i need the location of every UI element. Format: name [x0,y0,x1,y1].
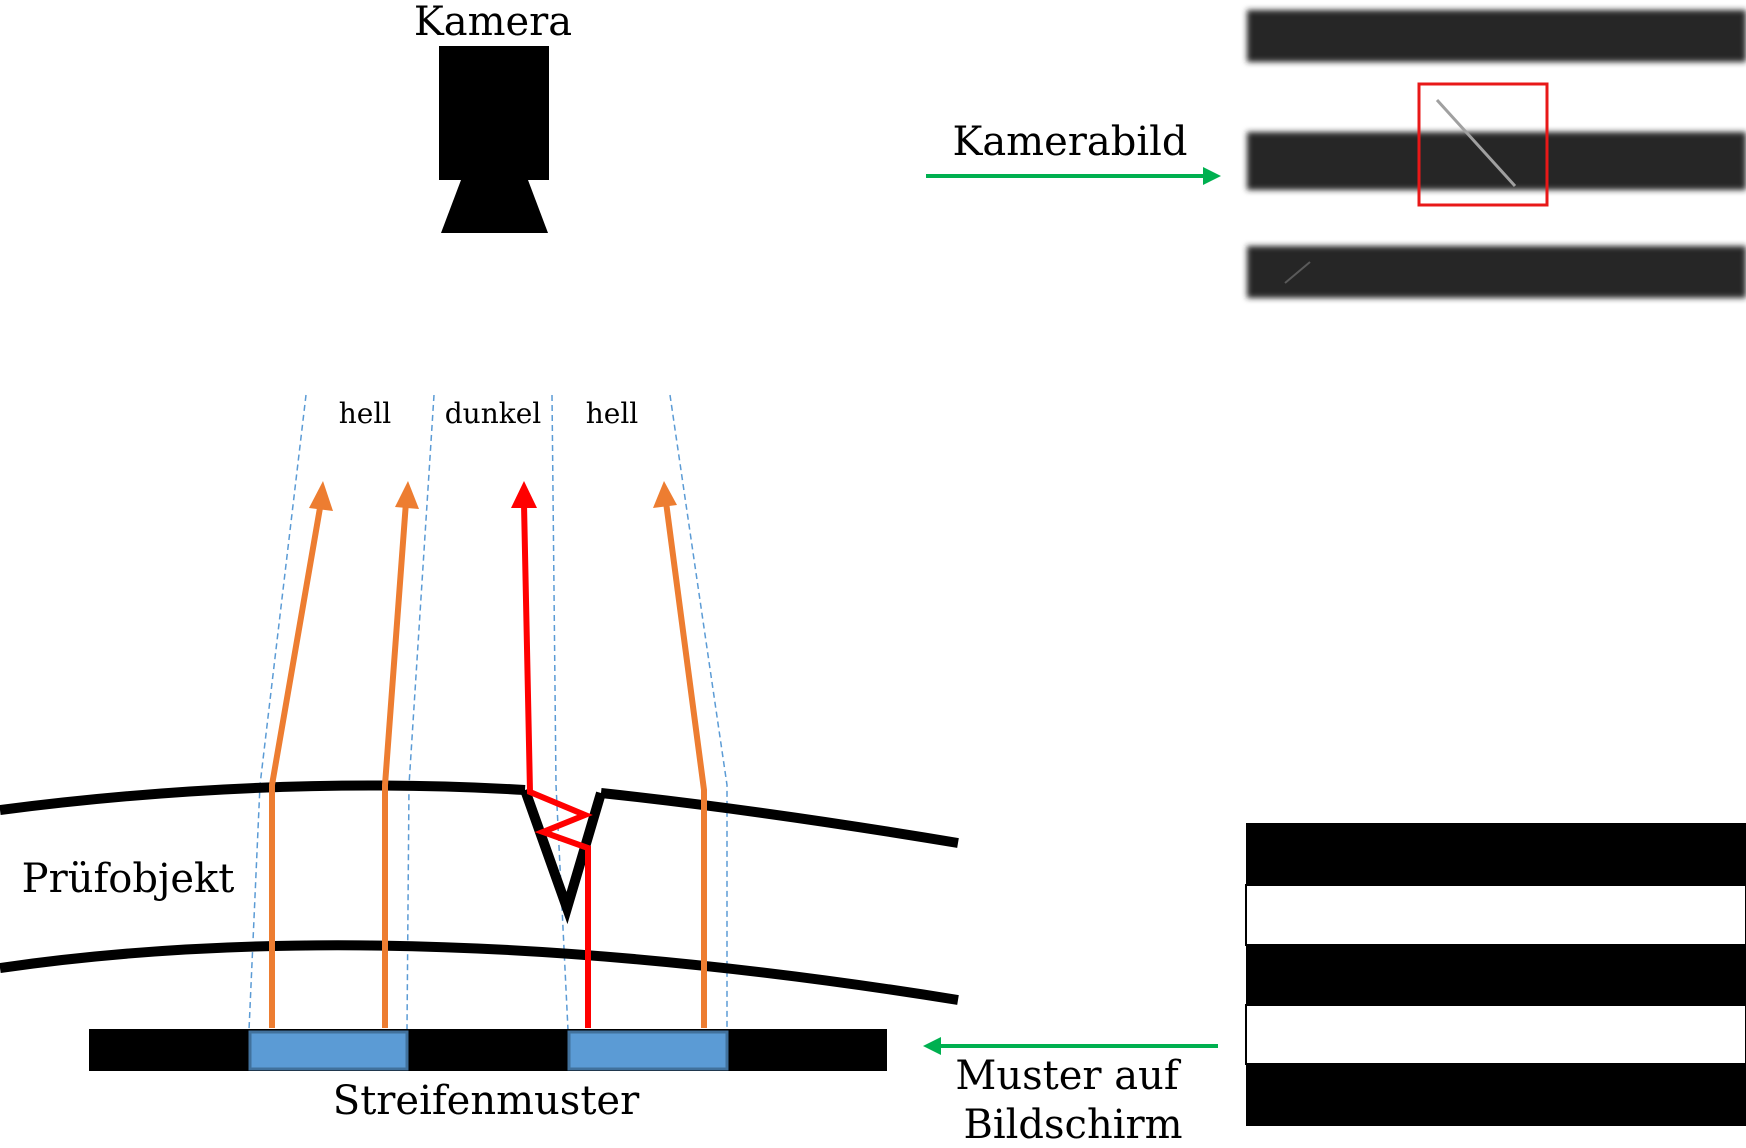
ray-normal-2 [382,501,409,1028]
screen-pattern-label-line2: Bildschirm [963,1102,1182,1148]
camera-image-arrowhead [1203,167,1221,185]
crack-line [1435,98,1517,188]
test-object-bottom-surface [0,940,959,1005]
zone-label-dark: dunkel [445,397,542,430]
test-object-top-surface [0,780,526,815]
defect-box [1417,82,1549,207]
rays [269,481,707,1028]
camera-image [1247,10,1746,298]
stripe-bright-left [248,1030,409,1071]
camera-icon [439,46,549,233]
test-object [0,780,959,1005]
crack [520,788,606,925]
camera-image-label: Kamerabild [952,119,1187,165]
zone-label-bright-left: hell [339,397,392,430]
zone-label-bright-right: hell [586,397,639,430]
test-object-label: Prüfobjekt [22,856,235,902]
test-object-top-surface-right [600,788,959,848]
ray-normal-1 [269,501,324,1028]
stripe-pattern-bar [89,1029,887,1071]
screen-pattern-arrowhead [923,1037,941,1055]
ray-deflected [521,503,593,1028]
camera-label: Kamera [414,0,572,45]
screen-pattern [1245,823,1746,1126]
stripe-pattern-label: Streifenmuster [333,1078,640,1124]
stripe-bright-right [567,1030,729,1071]
screen-pattern-label-line1: Muster auf [955,1053,1181,1099]
ray-normal-3 [663,501,707,1028]
